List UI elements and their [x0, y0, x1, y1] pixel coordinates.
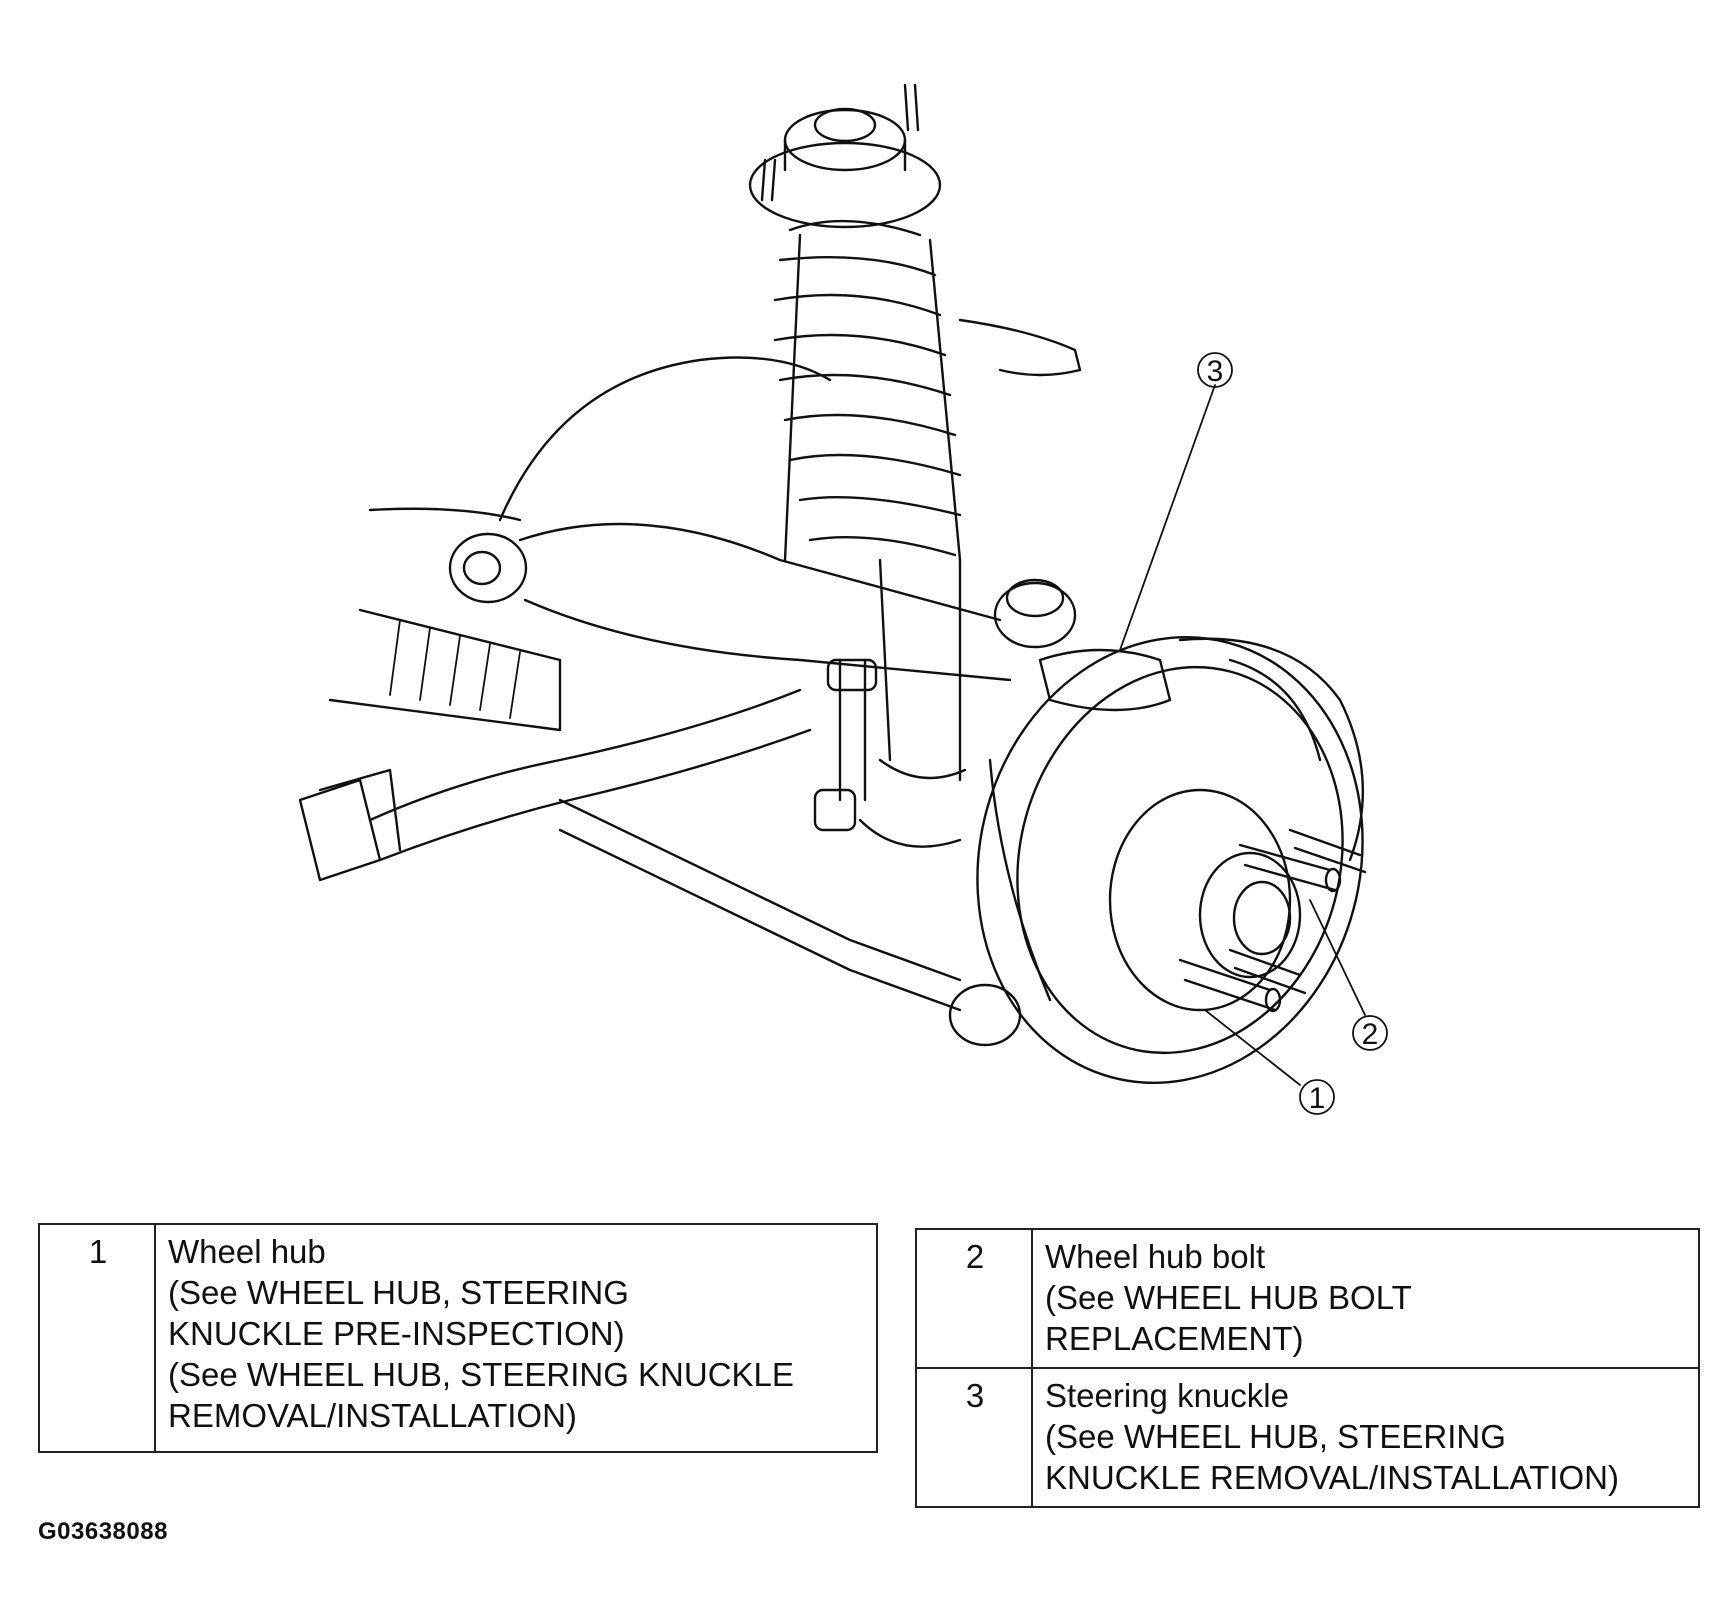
legend-description: Wheel hub (See WHEEL HUB, STEERING KNUCK… — [154, 1223, 878, 1453]
suspension-illustration: 3 2 1 — [298, 83, 1388, 1115]
tie-rod — [558, 798, 1022, 1047]
legend-row: 3 Steering knuckle (See WHEEL HUB, STEER… — [915, 1367, 1700, 1508]
legend-description: Steering knuckle (See WHEEL HUB, STEERIN… — [1031, 1367, 1700, 1508]
callout-1-label: 1 — [1309, 1082, 1326, 1115]
callout-3: 3 — [1119, 352, 1233, 651]
coil-spring — [773, 219, 962, 562]
figure-code: G03638088 — [38, 1518, 168, 1545]
legend-number: 3 — [915, 1367, 1033, 1508]
brake-caliper — [1178, 637, 1365, 862]
wheel-hub-bolts — [1178, 828, 1367, 1013]
strut-top-mount — [748, 83, 942, 229]
legend-number: 2 — [915, 1228, 1033, 1369]
legend-table-left: 1 Wheel hub (See WHEEL HUB, STEERING KNU… — [38, 1223, 878, 1453]
steering-rack-boot — [328, 608, 562, 732]
callout-2-label: 2 — [1362, 1018, 1379, 1051]
legend-row: 2 Wheel hub bolt (See WHEEL HUB BOLT REP… — [915, 1228, 1700, 1369]
brake-rotor — [976, 635, 1364, 1085]
stabilizer-bar — [298, 658, 878, 882]
callout-2: 2 — [1309, 899, 1388, 1051]
steering-knuckle — [988, 648, 1172, 1002]
callout-3-label: 3 — [1207, 355, 1224, 388]
subframe — [368, 318, 1082, 522]
callout-1: 1 — [1204, 1009, 1335, 1115]
legend-row: 1 Wheel hub (See WHEEL HUB, STEERING KNU… — [38, 1223, 878, 1453]
legend-description: Wheel hub bolt (See WHEEL HUB BOLT REPLA… — [1031, 1228, 1700, 1369]
shock-absorber — [858, 558, 967, 848]
legend-number: 1 — [38, 1223, 156, 1453]
upper-control-arm — [448, 522, 1077, 682]
wheel-hub — [1108, 788, 1302, 1012]
legend-table-right: 2 Wheel hub bolt (See WHEEL HUB BOLT REP… — [915, 1228, 1700, 1508]
